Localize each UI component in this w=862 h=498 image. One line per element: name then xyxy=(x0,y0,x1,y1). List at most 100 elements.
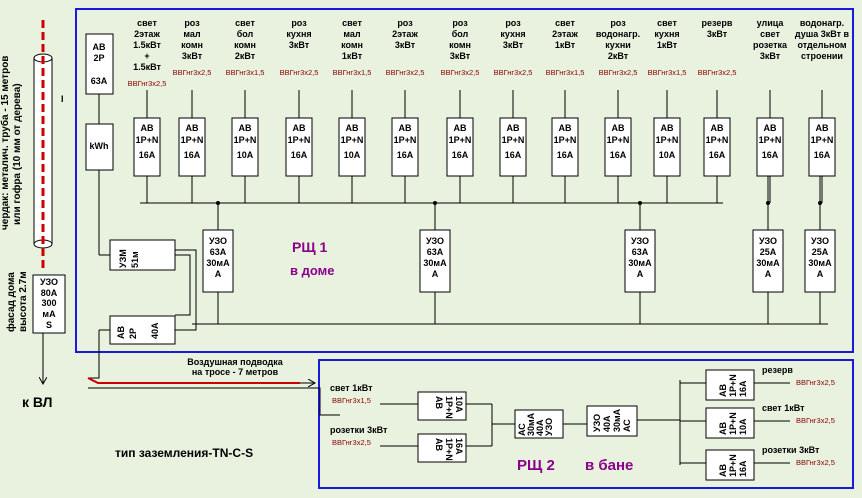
circuit-7-breaker xyxy=(499,117,527,177)
circuit-4-label-2: комн xyxy=(341,40,363,50)
overhead-l1: на тросе - 7 метров xyxy=(192,367,279,377)
input-breaker: АВ 2Р 40А xyxy=(109,315,176,345)
uzo-2-l3: А xyxy=(637,269,644,279)
circuit-0-breaker-2: 16А xyxy=(139,150,156,160)
rsh2-uzo-left-l0: УЗО xyxy=(544,418,554,436)
uzo-1-l2: 30мА xyxy=(423,258,447,268)
rsh2-right-2-breaker-l1: 1Р+N xyxy=(728,454,738,477)
ground-type-label: тип заземления-TN-C-S xyxy=(115,446,253,460)
overhead-l0: Воздушная подводка xyxy=(187,357,283,367)
rsh2-subtitle: в бане xyxy=(585,457,633,474)
uzo-3-l0: УЗО xyxy=(759,236,777,246)
circuit-12-label-3: 3кВт xyxy=(760,51,781,61)
rsh2-uzo-right-l0: УЗО xyxy=(592,414,602,432)
circuit-11-breaker-0: АВ xyxy=(711,123,724,133)
circuit-7-breaker-0: АВ xyxy=(507,123,520,133)
circuit-4-breaker-2: 10А xyxy=(344,150,361,160)
circuit-3-breaker-0: АВ xyxy=(293,123,306,133)
rsh2-left-1-label: розетки 3кВт xyxy=(330,425,388,435)
uzo-1-l1: 63А xyxy=(427,247,444,257)
circuit-10-cable: ВВГнг3х1,5 xyxy=(648,68,687,77)
circuit-1-breaker-2: 16А xyxy=(184,150,201,160)
rsh2-left-1-breaker-l1: 1Р+N xyxy=(444,438,454,461)
uzo-0 xyxy=(202,229,234,293)
rsh2-right-0-cable: ВВГнг3х2,5 xyxy=(796,378,835,387)
circuit-13-label-0: водонагр. xyxy=(800,18,844,28)
circuit-4-breaker-1: 1Р+N xyxy=(341,135,364,145)
circuit-7-label-2: 3кВт xyxy=(503,40,524,50)
circuit-5-cable: ВВГнг3х2,5 xyxy=(386,68,425,77)
rsh2-right-1-breaker-l0: АВ xyxy=(718,422,728,435)
circuit-5-breaker-2: 16А xyxy=(397,150,414,160)
circuit-11-label-0: резерв xyxy=(702,18,733,28)
circuit-12-label-1: свет xyxy=(760,29,780,39)
rsh2-uzo-left-l2: 30мА xyxy=(526,412,536,436)
rsh1-subtitle: в доме xyxy=(290,263,334,278)
circuit-0: свет2этаж1.5кВт+1.5кВтВВГнг3х2,5АВ1Р+N16… xyxy=(128,18,166,203)
circuit-7-cable: ВВГнг3х2,5 xyxy=(494,68,533,77)
circuit-3-breaker-1: 1Р+N xyxy=(288,135,311,145)
mark-i: I xyxy=(61,94,64,104)
input-breaker-l2: 40А xyxy=(150,322,160,339)
rsh2-left-1-breaker xyxy=(417,433,467,463)
rsh2-uzo-right-l2: 30мА xyxy=(612,408,622,432)
attic-note-l0: чердак: металич. труба - 15 метров xyxy=(0,56,11,230)
circuit-3-label-0: роз xyxy=(291,18,307,28)
uzo-0-l3: А xyxy=(215,269,222,279)
rsh2-frame xyxy=(318,359,854,489)
circuit-13-label-1: душа 3кВт в xyxy=(795,29,850,39)
circuit-2-breaker-1: 1Р+N xyxy=(234,135,257,145)
circuit-3-breaker xyxy=(285,117,313,177)
circuit-6-breaker-2: 16А xyxy=(452,150,469,160)
circuit-13-label-3: строении xyxy=(801,51,843,61)
circuit-2-label-1: бол xyxy=(237,29,254,39)
uzo-1-l0: УЗО xyxy=(426,236,444,246)
overhead-feeder xyxy=(87,377,300,384)
rsh2-left-1-cable: ВВГнг3х2,5 xyxy=(332,438,371,447)
uzm-l1: 51м xyxy=(130,251,140,268)
circuit-1-breaker xyxy=(178,117,206,177)
rsh2-right-2-breaker xyxy=(705,449,755,481)
circuit-6-label-3: 3кВт xyxy=(450,51,471,61)
circuit-6-breaker xyxy=(446,117,474,177)
uzo-4-l3: А xyxy=(817,269,824,279)
circuit-13-breaker-0: АВ xyxy=(816,123,829,133)
uzo-1-l3: А xyxy=(432,269,439,279)
rsh1-bus xyxy=(140,202,828,325)
circuit-0-label-3: + xyxy=(144,51,149,61)
circuit-8-cable: ВВГнг3х1,5 xyxy=(546,68,585,77)
circuit-11-breaker xyxy=(703,117,731,177)
circuit-3-cable: ВВГнг3х2,5 xyxy=(280,68,319,77)
circuit-3-label-2: 3кВт xyxy=(289,40,310,50)
circuit-4-label-3: 1кВт xyxy=(342,51,363,61)
circuit-8-breaker xyxy=(551,117,579,177)
meter: kWh xyxy=(85,123,114,171)
rsh2-right-1-breaker xyxy=(705,407,755,439)
circuit-11-cable: ВВГнг3х2,5 xyxy=(698,68,737,77)
main-breaker: АВ 2Р 63А xyxy=(85,33,114,95)
rsh2-right-0-breaker-l0: АВ xyxy=(718,384,728,397)
circuit-13-breaker-1: 1Р+N xyxy=(811,135,834,145)
circuit-8-breaker-0: АВ xyxy=(559,123,572,133)
rsh2-left-0-breaker-l2: 10А xyxy=(454,396,464,413)
circuit-2-breaker-0: АВ xyxy=(239,123,252,133)
circuit-4-breaker xyxy=(338,117,366,177)
circuit-13-label-2: отдельном xyxy=(797,40,846,50)
circuit-0-breaker-1: 1Р+N xyxy=(136,135,159,145)
uzo-2 xyxy=(624,229,656,293)
circuit-8-label-1: 2этаж xyxy=(552,29,578,39)
uzo-1 xyxy=(419,229,451,293)
facade-note-l1: высота 2.7м xyxy=(18,271,29,332)
circuit-6-label-2: комн xyxy=(449,40,471,50)
circuit-0-label-1: 2этаж xyxy=(134,29,160,39)
